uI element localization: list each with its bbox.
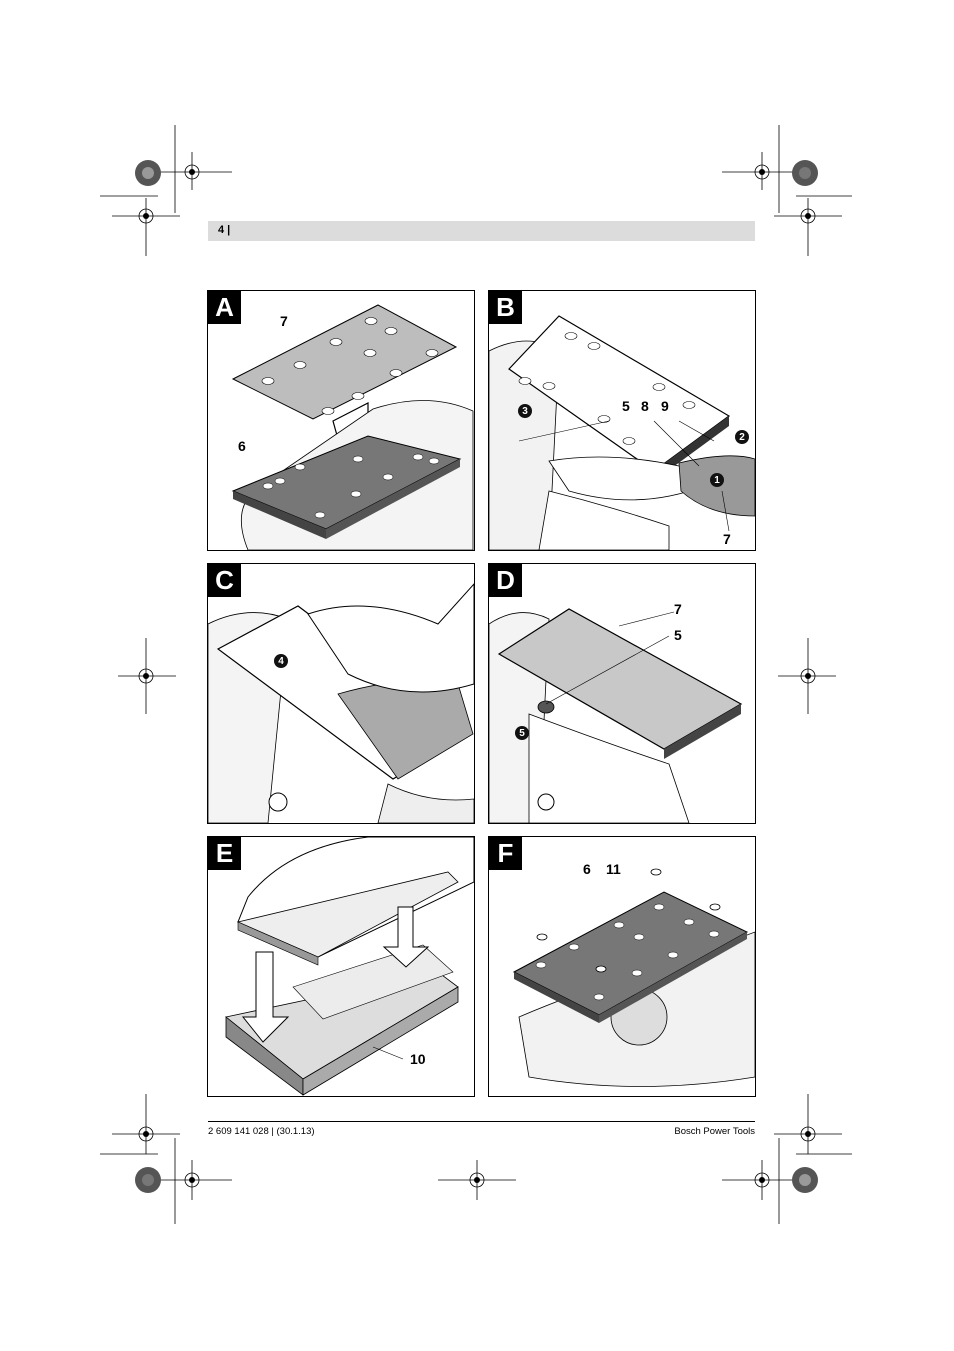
panel-b-illustration	[489, 315, 755, 550]
callout-9: 9	[661, 398, 669, 414]
panel-a-illustration	[231, 304, 474, 550]
panel-c-illustration	[208, 583, 474, 823]
panel-f: F 6 11	[488, 836, 756, 1097]
panel-a-label: A	[208, 291, 241, 324]
callout-11: 11	[606, 861, 621, 877]
header-bar	[208, 221, 755, 241]
footer-rule	[208, 1121, 755, 1122]
callout-5: 5	[674, 627, 682, 643]
panel-d-illustration	[489, 608, 743, 823]
step-1-badge: 1	[710, 473, 724, 487]
panel-b: B 5 8 9 7 3 2 1	[488, 290, 756, 551]
panel-a: A 7 6	[207, 290, 475, 551]
panel-e-illustration	[225, 837, 474, 1096]
panel-d-label: D	[489, 564, 522, 597]
callout-7: 7	[723, 531, 731, 547]
panel-c-label: C	[208, 564, 241, 597]
step-4-badge: 4	[274, 654, 288, 668]
callout-8: 8	[641, 398, 649, 414]
step-5-badge: 5	[515, 726, 529, 740]
callout-5: 5	[622, 398, 630, 414]
callout-6: 6	[238, 438, 246, 454]
page-number: 4 |	[218, 224, 231, 236]
document-number: 2 609 141 028 | (30.1.13)	[208, 1126, 315, 1137]
panel-e: E 10	[207, 836, 475, 1097]
step-3-badge: 3	[518, 404, 532, 418]
panel-d: D 7 5 5	[488, 563, 756, 824]
panel-c: C 4	[207, 563, 475, 824]
step-2-badge: 2	[735, 430, 749, 444]
panel-f-illustration	[512, 868, 755, 1087]
brand-name: Bosch Power Tools	[674, 1126, 755, 1137]
panel-b-label: B	[489, 291, 522, 324]
panel-e-label: E	[208, 837, 241, 870]
callout-10: 10	[410, 1051, 426, 1067]
callout-7: 7	[280, 313, 288, 329]
callout-6: 6	[583, 861, 591, 877]
panel-f-label: F	[489, 837, 522, 870]
callout-7: 7	[674, 601, 682, 617]
